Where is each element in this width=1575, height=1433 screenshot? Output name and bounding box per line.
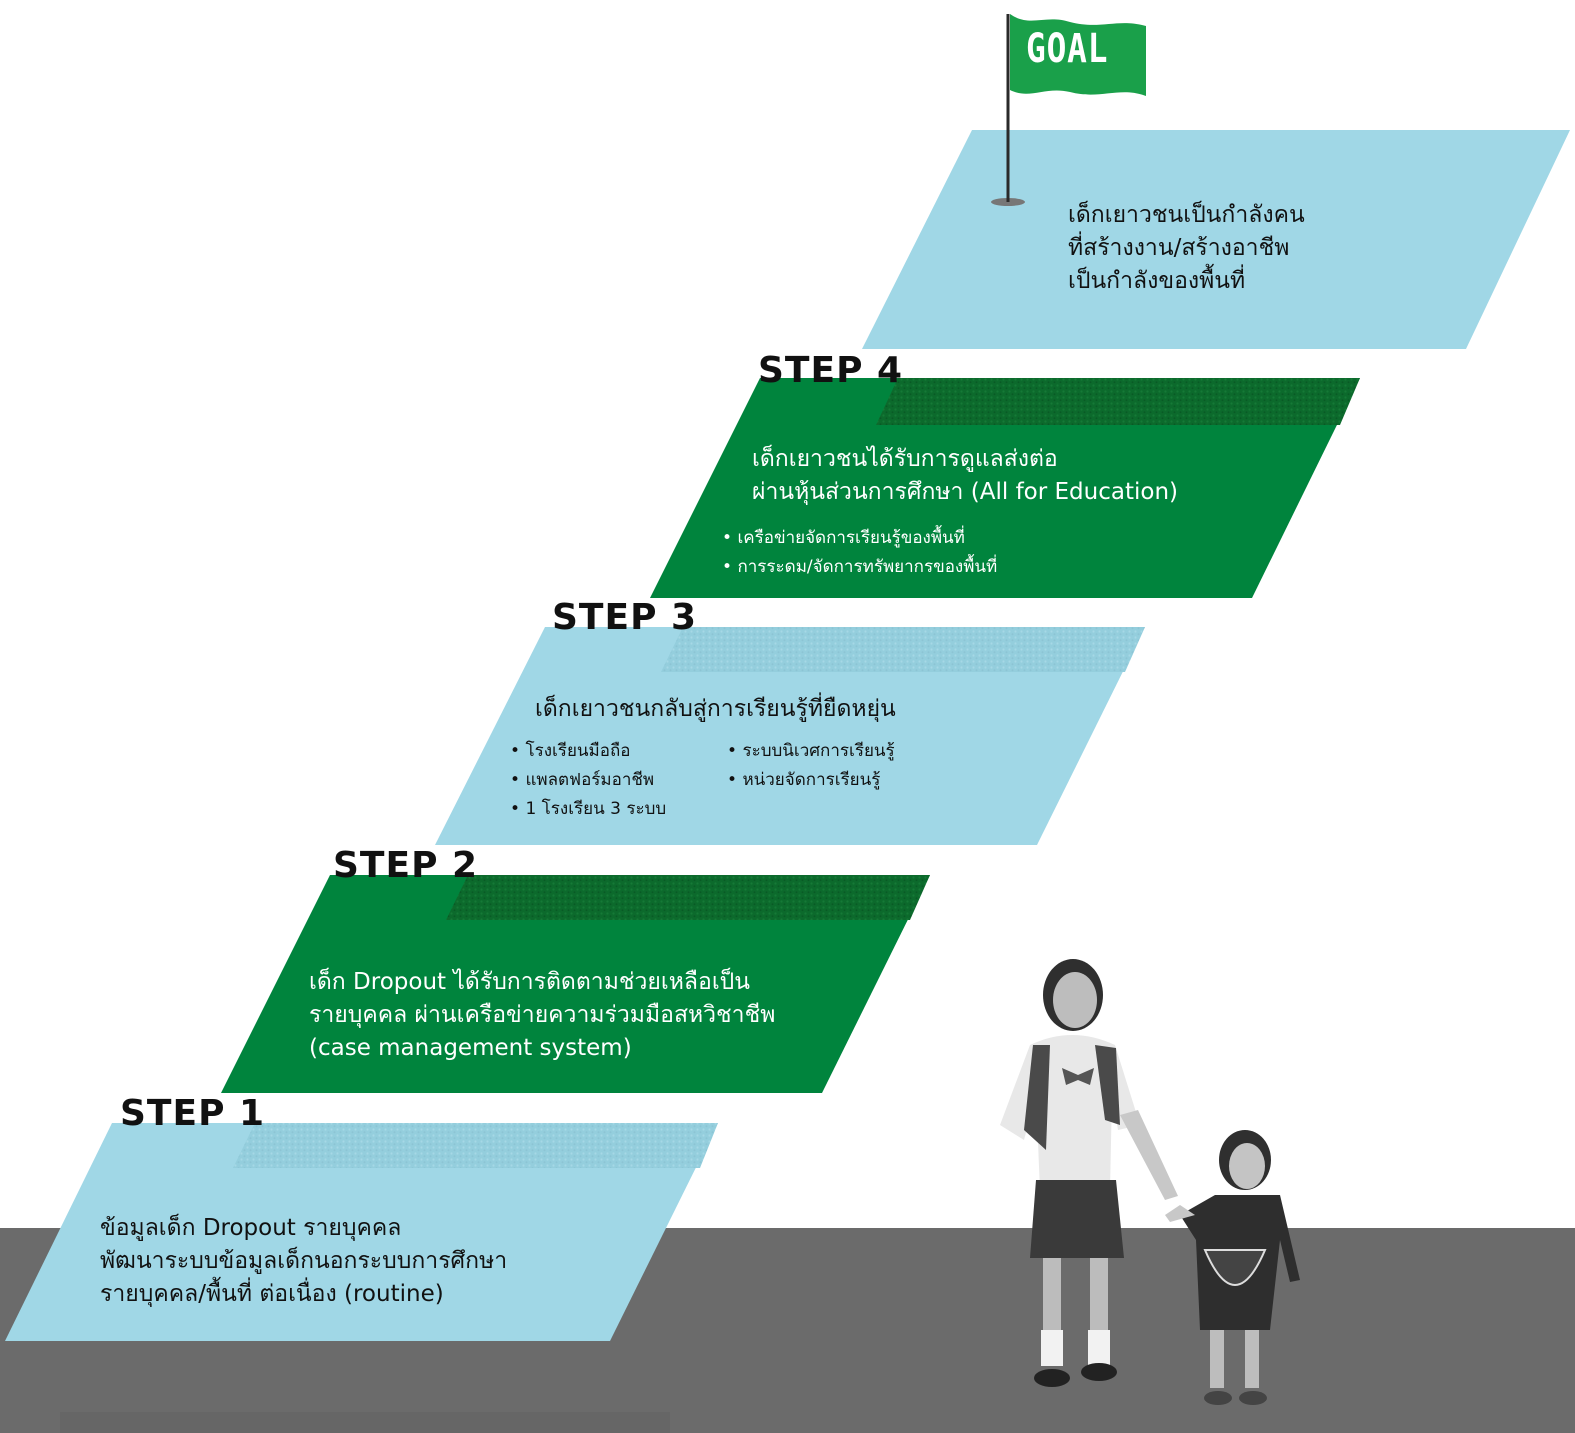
step3-bullets-right: ระบบนิเวศการเรียนรู้ หน่วยจัดการเรียนรู้ — [727, 737, 895, 795]
goal-line: เด็กเยาวชนเป็นกำลังคน — [1068, 202, 1305, 228]
step2-label: STEP 2 — [333, 845, 479, 886]
flag-cloth — [1010, 14, 1146, 96]
step3-bullet: หน่วยจัดการเรียนรู้ — [727, 766, 895, 795]
goal-line: ที่สร้างงาน/สร้างอาชีพ — [1068, 235, 1290, 261]
goal-line: เป็นกำลังของพื้นที่ — [1068, 268, 1246, 294]
step1-label: STEP 1 — [120, 1093, 266, 1134]
step3-label: STEP 3 — [552, 597, 698, 638]
step2-line: เด็ก Dropout ได้รับการติดตามช่วยเหลือเป็… — [309, 969, 750, 995]
goal-slab — [862, 130, 1570, 349]
step4-bullets: เครือข่ายจัดการเรียนรู้ของพื้นที่ การระด… — [722, 524, 997, 582]
step4-slab-texture — [876, 378, 1360, 425]
ground-shadow — [60, 1412, 670, 1433]
step3-bullet: แพลตฟอร์มอาชีพ — [510, 766, 666, 795]
step4-line: เด็กเยาวชนได้รับการดูแลส่งต่อ — [752, 446, 1058, 472]
step2-line: รายบุคคล ผ่านเครือข่ายความร่วมมือสหวิชาช… — [309, 1002, 776, 1028]
step1-line: รายบุคคล/พื้นที่ ต่อเนื่อง (routine) — [100, 1281, 444, 1307]
step3-slab-texture — [661, 627, 1145, 672]
step4-bullet: การระดม/จัดการทรัพยากรของพื้นที่ — [722, 553, 997, 582]
step2-line: (case management system) — [309, 1035, 632, 1061]
children-figure — [1000, 959, 1300, 1405]
step1-slab-texture — [233, 1123, 718, 1168]
step3-bullet: 1 โรงเรียน 3 ระบบ — [510, 795, 666, 824]
step4-text: เด็กเยาวชนได้รับการดูแลส่งต่อ ผ่านหุ้นส่… — [752, 443, 1178, 509]
step3-bullets-left: โรงเรียนมือถือ แพลตฟอร์มอาชีพ 1 โรงเรียน… — [510, 737, 666, 824]
step3-bullet: ระบบนิเวศการเรียนรู้ — [727, 737, 894, 766]
step4-line: ผ่านหุ้นส่วนการศึกษา (All for Education) — [752, 479, 1178, 505]
step3-bullet: โรงเรียนมือถือ — [510, 737, 666, 766]
step1-line: พัฒนาระบบข้อมูลเด็กนอกระบบการศึกษา — [100, 1248, 508, 1274]
step4-label: STEP 4 — [758, 350, 904, 391]
step4-bullet: เครือข่ายจัดการเรียนรู้ของพื้นที่ — [722, 524, 997, 553]
step1-line: ข้อมูลเด็ก Dropout รายบุคคล — [100, 1215, 402, 1241]
step2-slab — [221, 875, 930, 1093]
step2-text: เด็ก Dropout ได้รับการติดตามช่วยเหลือเป็… — [309, 966, 775, 1065]
step3-line: เด็กเยาวชนกลับสู่การเรียนรู้ที่ยืดหยุ่น — [535, 696, 896, 722]
step3-text: เด็กเยาวชนกลับสู่การเรียนรู้ที่ยืดหยุ่น — [535, 693, 896, 726]
step1-text: ข้อมูลเด็ก Dropout รายบุคคล พัฒนาระบบข้อ… — [100, 1212, 507, 1311]
step2-slab-texture — [446, 875, 930, 920]
step1-slab — [5, 1123, 718, 1341]
goal-text: เด็กเยาวชนเป็นกำลังคน ที่สร้างงาน/สร้างอ… — [1068, 199, 1305, 298]
goal-flag-label: GOAL — [1026, 26, 1109, 72]
